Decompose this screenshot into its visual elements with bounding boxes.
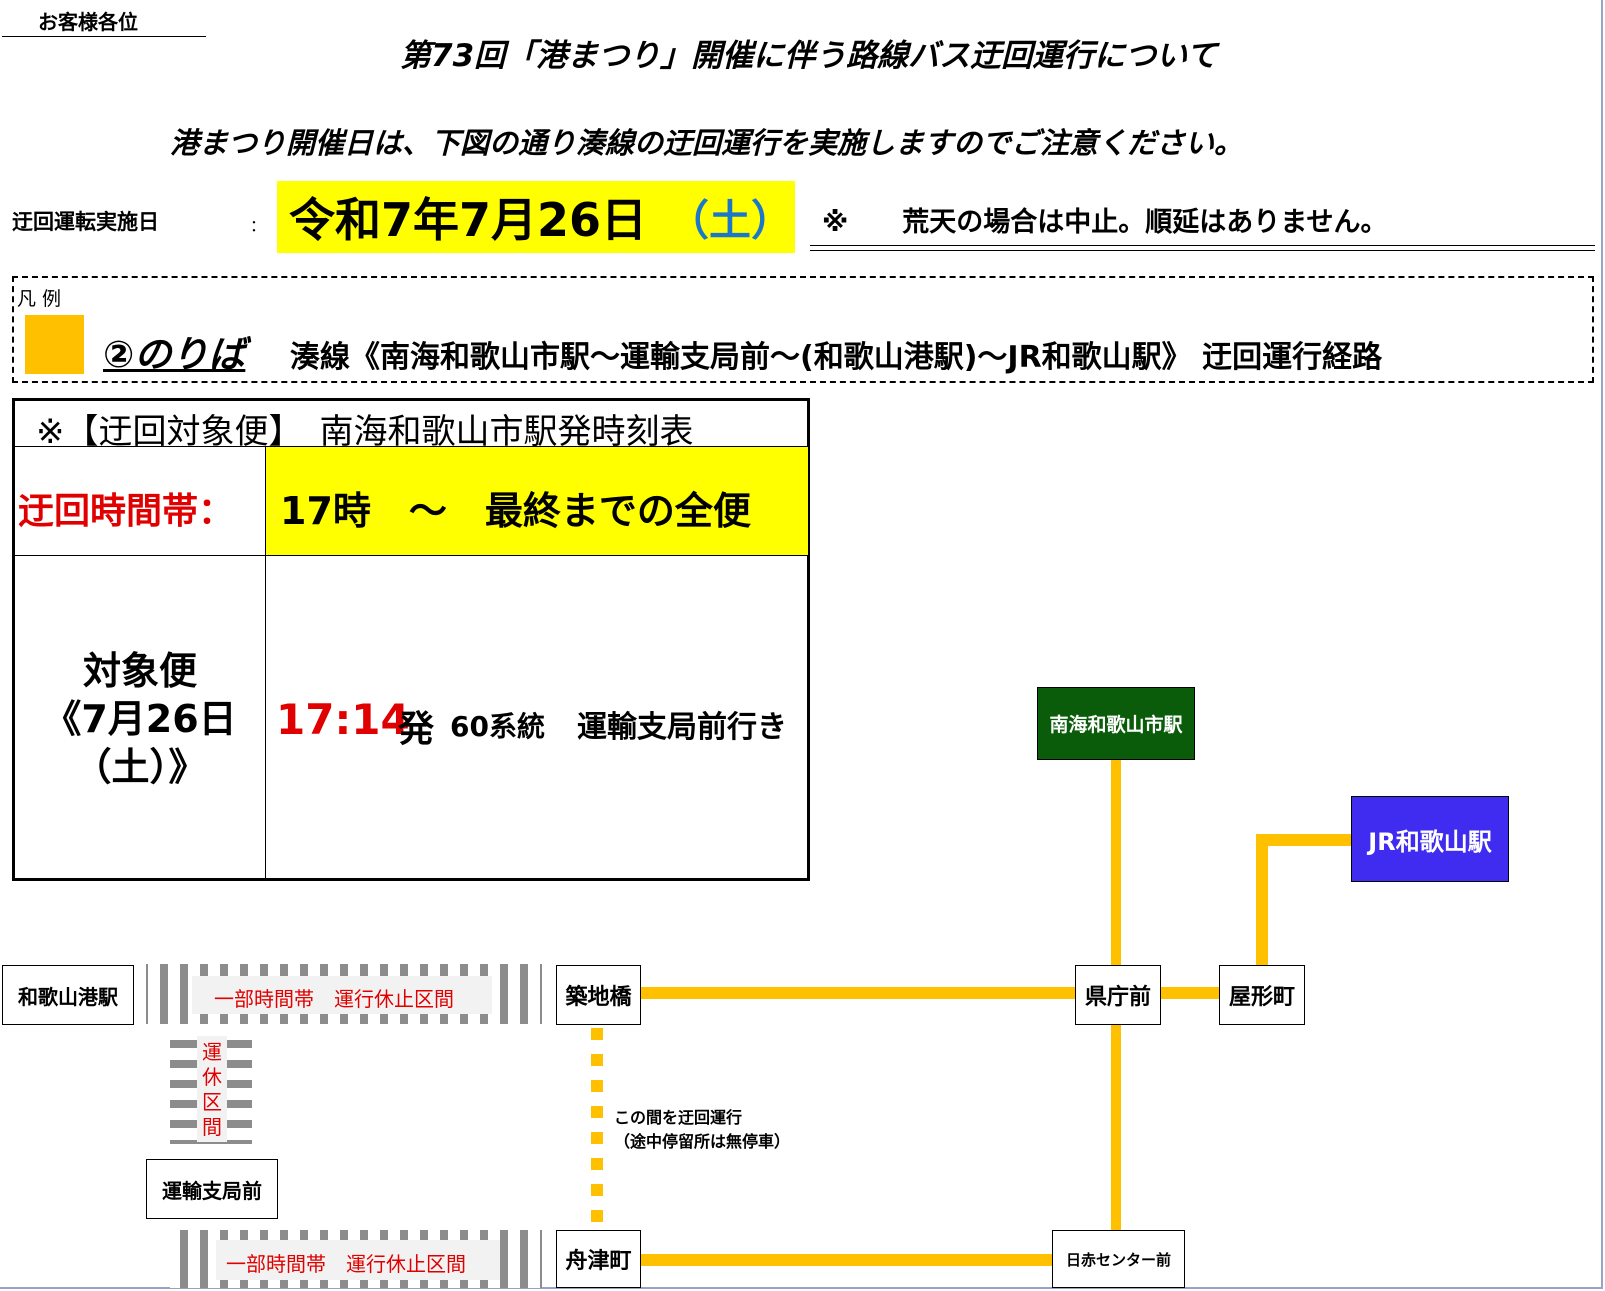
legend-box (12, 276, 1594, 383)
legend-swatch (25, 315, 84, 374)
timetable-box (12, 398, 810, 881)
detour-note-line: この間を迂回運行 (614, 1108, 743, 1127)
legend-stop: ②のりば (103, 333, 246, 376)
detour-note: この間を迂回運行 （途中停留所は無停車） (614, 1106, 790, 1154)
closed-section-label: 一部時間帯 運行休止区間 (226, 1252, 466, 1276)
date-note: ※ 荒天の場合は中止。順延はありません。 (822, 207, 1388, 238)
timetable-heading: ※【迂回対象便】 南海和歌山市駅発時刻表 (36, 412, 694, 452)
timetable-band-highlight (266, 447, 808, 555)
date-note-underline (810, 250, 1595, 251)
date-colon: ： (250, 216, 267, 235)
notice-text: 港まつり開催日は、下図の通り湊線の迂回運行を実施しますのでご注意ください。 (170, 126, 1244, 160)
stop-funatsu-cho: 舟津町 (556, 1230, 641, 1288)
target-line: 対象便 (82, 649, 197, 693)
suspended-vertical-label: 運 休 区 間 (201, 1040, 223, 1140)
detour-band-value: 17時 ～ 最終までの全便 (280, 489, 751, 533)
suspended-char: 間 (202, 1115, 222, 1139)
date-note-underline (810, 245, 1595, 246)
trip-route: 60系統 (450, 710, 545, 743)
closed-section-label: 一部時間帯 運行休止区間 (214, 987, 454, 1011)
timetable-divider (14, 446, 808, 447)
addressee-underline (2, 36, 206, 37)
date-label: 迂回運転実施日 (12, 210, 159, 234)
suspended-char: 休 (202, 1065, 222, 1089)
target-line: （土）》 (73, 744, 207, 789)
stop-nankai-wakayamashi: 南海和歌山市駅 (1037, 687, 1195, 760)
route-line (1256, 834, 1353, 965)
date-value: 令和7年7月26日 (289, 193, 648, 247)
trip-time: 17:14 (276, 695, 410, 744)
stop-wakayamako-station: 和歌山港駅 (2, 965, 134, 1025)
stop-tsukiji-bashi: 築地橋 (556, 965, 641, 1025)
page-title: 第73回「港まつり」開催に伴う路線バス迂回運行について (400, 38, 1218, 74)
legend-label: 凡 例 (17, 288, 62, 310)
stop-jr-wakayama: JR和歌山駅 (1351, 796, 1509, 882)
trip-departure: 発 (398, 709, 435, 750)
target-trip-label: 対象便 《7月26日 （土）》 (30, 648, 250, 792)
addressee: お客様各位 (38, 10, 138, 34)
target-line: 《7月26日 (43, 696, 237, 741)
date-weekday: （土） (667, 195, 794, 245)
stop-nisseki-center-mae: 日赤センター前 (1052, 1230, 1185, 1288)
detour-band-label: 迂回時間帯： (18, 491, 235, 532)
stop-yakata-cho: 屋形町 (1219, 965, 1305, 1025)
stop-unyu-shikyoku-mae: 運輸支局前 (146, 1159, 278, 1219)
suspended-char: 運 (202, 1040, 222, 1064)
closed-label-panel (192, 976, 492, 1014)
trip-destination: 運輸支局前行き (577, 710, 787, 745)
timetable-divider (14, 555, 808, 556)
timetable-divider (265, 446, 266, 879)
closed-label-panel (216, 1240, 500, 1280)
stop-kencho-mae: 県庁前 (1075, 965, 1161, 1025)
closed-label-panel (197, 1036, 227, 1142)
suspended-char: 区 (202, 1090, 222, 1114)
detour-note-line: （途中停留所は無停車） (614, 1132, 791, 1151)
legend-description: 湊線《南海和歌山市駅～運輸支局前～(和歌山港駅)～JR和歌山駅》 迂回運行経路 (290, 340, 1383, 375)
date-highlight: 令和7年7月26日 （土） (277, 181, 795, 253)
